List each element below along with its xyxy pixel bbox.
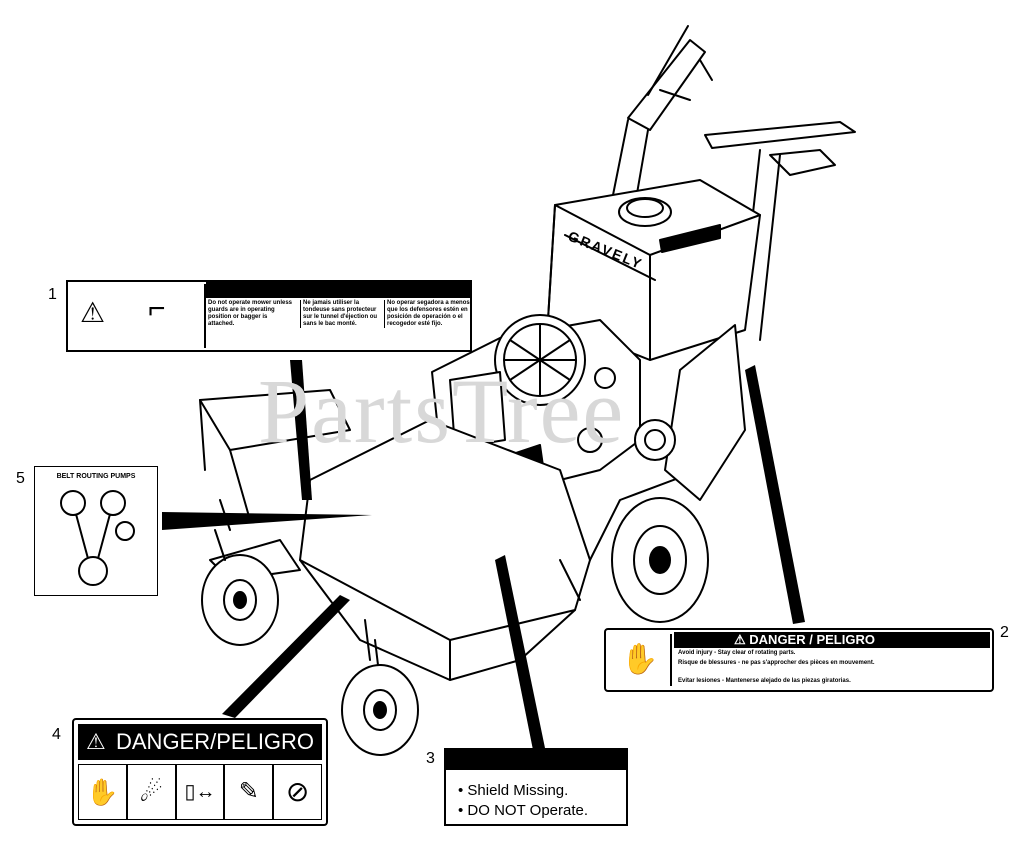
decal-3-header xyxy=(446,750,626,770)
decal-5-title: BELT ROUTING PUMPS xyxy=(56,473,136,480)
warning-icon: ⚠ xyxy=(734,632,750,647)
belt-guard xyxy=(634,324,746,501)
hand-rotating-parts-icon: ✋ xyxy=(610,634,672,686)
decal-4-danger-pictograms: ⚠ DANGER/PELIGRO ✋ ☄ ▯↔ ✎ ⊘ xyxy=(72,718,328,826)
decal-1-text-header xyxy=(206,282,470,298)
decal-2-rotating-parts: ✋ ⚠ DANGER / PELIGRO Avoid injury - Stay… xyxy=(604,628,994,692)
decal-5-belt-routing: BELT ROUTING PUMPS xyxy=(34,466,158,596)
rear-wheel xyxy=(611,497,709,623)
decal-2-line-3: Evitar lesiones - Mantenerse alejado de … xyxy=(678,678,851,684)
callout-5: 5 xyxy=(16,470,25,487)
callout-1: 1 xyxy=(48,286,57,303)
mower-deck xyxy=(199,389,741,681)
callout-3: 3 xyxy=(426,750,435,767)
handlebar-assembly xyxy=(611,25,856,341)
guard-position-icon: ⌐ xyxy=(148,292,166,325)
decal-2-line-1: Avoid injury - Stay clear of rotating pa… xyxy=(678,650,796,656)
front-caster-left xyxy=(201,499,279,646)
leader-lines xyxy=(162,360,805,750)
no-operation-icon: ⊘ xyxy=(273,764,322,820)
warning-icon: ⚠ xyxy=(86,729,106,754)
keep-distance-icon: ▯↔ xyxy=(175,764,225,820)
remove-key-icon: ✎ xyxy=(224,764,274,820)
decal-3-line-2-text: DO NOT Operate. xyxy=(467,802,589,819)
decal-1-text-en: Do not operate mower unless guards are i… xyxy=(208,300,293,327)
decal-4-header-text: DANGER/PELIGRO xyxy=(116,729,315,754)
decal-1-text-fr: Ne jamais utiliser la tondeuse sans prot… xyxy=(300,300,383,328)
decal-3-line-1-text: Shield Missing. xyxy=(467,782,569,799)
decal-1-text-es: No operar segadora a menos que los defen… xyxy=(384,300,471,328)
decal-2-line-2: Risque de blessures - ne pas s'approcher… xyxy=(678,660,875,666)
decal-2-header: ⚠ DANGER / PELIGRO xyxy=(674,632,990,648)
decal-3-shield-missing: • Shield Missing. • DO NOT Operate. xyxy=(444,748,628,826)
fuel-tank xyxy=(547,179,761,361)
decal-3-line-2: • DO NOT Operate. xyxy=(458,802,589,819)
decal-4-header: ⚠ DANGER/PELIGRO xyxy=(78,724,322,760)
hand-in-blade-icon: ✋ xyxy=(78,764,127,820)
decal-1-pictograms: ⚠ ⌐ xyxy=(70,284,206,348)
decal-1-guard-warning: ⚠ ⌐ Do not operate mower unless guards a… xyxy=(66,280,472,352)
thrown-object-icon: ☄ xyxy=(126,764,176,820)
watermark: PartsTree xyxy=(258,360,626,462)
thrown-object-icon: ⚠ xyxy=(80,297,106,328)
decal-4-icon-row: ✋ ☄ ▯↔ ✎ ⊘ xyxy=(78,764,322,820)
decal-2-header-text: DANGER / PELIGRO xyxy=(749,632,875,647)
decal-3-line-1: • Shield Missing. xyxy=(458,782,569,799)
belt-routing-diagram xyxy=(60,490,135,586)
callout-4: 4 xyxy=(52,726,61,743)
front-caster-right xyxy=(341,619,419,756)
callout-2: 2 xyxy=(1000,624,1009,641)
